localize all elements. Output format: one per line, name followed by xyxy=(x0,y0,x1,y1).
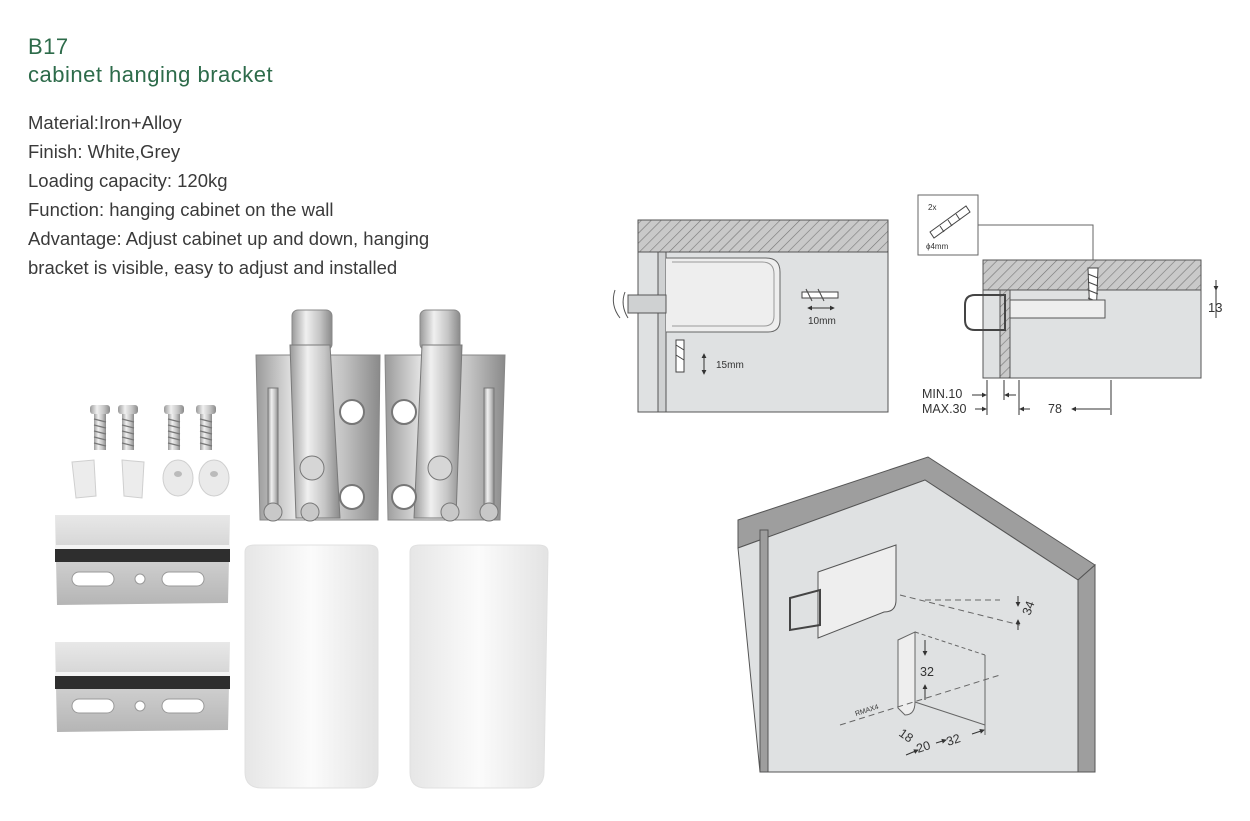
product-name: cabinet hanging bracket xyxy=(28,62,274,87)
spec-material: Material:Iron+Alloy xyxy=(28,112,182,133)
spec-list: Material:Iron+Alloy Finish: White,Grey L… xyxy=(28,108,498,282)
wall-plugs xyxy=(71,459,230,499)
wall-rail-bottom xyxy=(55,642,230,732)
spec-finish: Finish: White,Grey xyxy=(28,141,181,162)
screw-quantity: 2x xyxy=(928,203,936,212)
dim-32-vertical: 32 xyxy=(920,665,934,679)
cover-cap-left xyxy=(244,544,379,789)
isometric-diagram: 34 32 RMAX4 18 20 32 xyxy=(737,456,1096,773)
spec-advantage-cont: bracket is visible, easy to adjust and i… xyxy=(28,257,398,278)
bracket-right xyxy=(384,309,506,522)
wall-rail-top xyxy=(55,515,230,605)
screws xyxy=(90,405,216,450)
install-diagram: 2x ϕ4mm 13 MIN.10 MAX.30 78 xyxy=(917,194,1222,416)
screw-size: ϕ4mm xyxy=(926,242,949,251)
cover-cap-right xyxy=(409,544,549,789)
dim-depth: 78 xyxy=(1048,402,1062,416)
dim-34: 34 xyxy=(1020,599,1038,617)
dim-20: 20 xyxy=(915,738,933,756)
bracket-left xyxy=(255,309,381,522)
spec-loading-capacity: Loading capacity: 120kg xyxy=(28,170,228,191)
dim-32-bottom: 32 xyxy=(945,731,963,749)
spec-function: Function: hanging cabinet on the wall xyxy=(28,199,334,220)
side-view-diagram: 10mm 15mm xyxy=(612,219,889,413)
product-code: B17 xyxy=(28,34,69,59)
dim-height: 13 xyxy=(1208,300,1222,315)
dim-18: 18 xyxy=(896,726,915,745)
adjust-vertical-label: 15mm xyxy=(716,360,744,371)
dim-min: MIN.10 xyxy=(922,387,962,401)
adjust-horizontal-label: 10mm xyxy=(808,316,836,327)
dim-max: MAX.30 xyxy=(922,402,967,416)
spec-advantage: Advantage: Adjust cabinet up and down, h… xyxy=(28,228,430,249)
